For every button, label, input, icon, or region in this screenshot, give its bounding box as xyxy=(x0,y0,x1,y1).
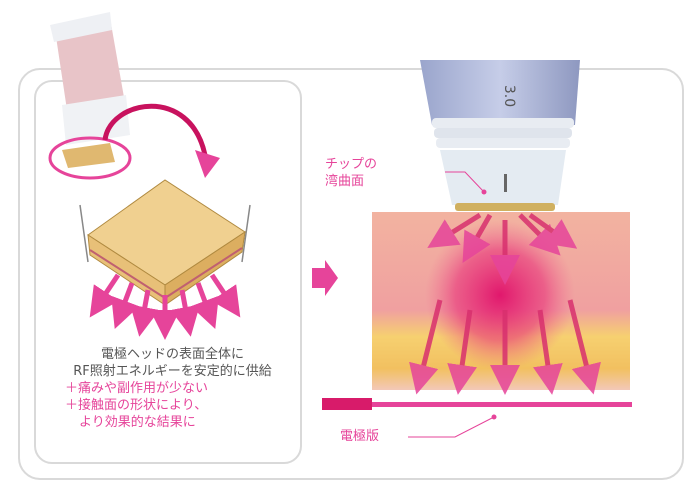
description-line1: 電極ヘッドの表面全体に xyxy=(100,347,244,362)
description-line2: RF照射エネルギーを安定的に供給 xyxy=(73,364,272,379)
small-handpiece-illustration xyxy=(48,12,132,180)
outer-frame xyxy=(18,68,684,480)
electrode-plate-label: 電極版 xyxy=(340,429,380,444)
curved-arrow-head xyxy=(195,150,220,178)
tip-label-line2: 湾曲面 xyxy=(325,174,365,189)
handpiece-illustration xyxy=(420,60,580,211)
skin-cross-section xyxy=(372,212,630,395)
direction-arrow xyxy=(312,260,338,296)
benefit-2a: ＋接触面の形状により、 xyxy=(65,398,208,413)
rf-energy-arrows xyxy=(89,273,241,340)
electrode-plate-bar xyxy=(372,402,632,407)
tip-label-line1: チップの xyxy=(325,157,378,172)
electrode-head-illustration xyxy=(79,179,251,306)
electrode-leader-line xyxy=(408,416,495,438)
electrode-plate xyxy=(322,398,372,410)
curved-arrow xyxy=(102,103,208,156)
handpiece-marking: 3.0 xyxy=(501,84,518,108)
benefit-2b: より効果的な結果に xyxy=(79,415,196,430)
tip-leader-line xyxy=(445,171,485,193)
benefit-1: ＋痛みや副作用が少ない xyxy=(65,381,209,396)
left-panel-frame xyxy=(34,80,302,464)
